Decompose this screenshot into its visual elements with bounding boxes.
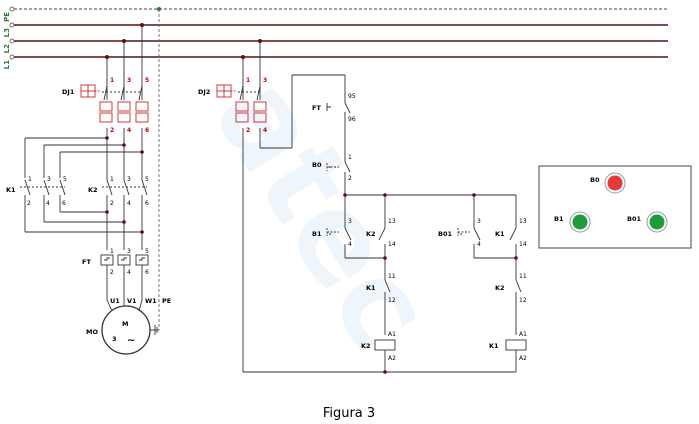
coil-k2-label: K2 xyxy=(361,342,371,350)
dj1-top-3: 3 xyxy=(127,77,131,84)
bus-label-pe: PE xyxy=(3,12,11,22)
k1-bottom-2: 2 xyxy=(27,200,31,207)
k2-bottom-4: 4 xyxy=(127,200,131,207)
motor-phase: 3 xyxy=(112,335,117,343)
coil-k1-a1: A1 xyxy=(519,331,527,338)
ft-top-1: 1 xyxy=(110,248,114,255)
k2-seal-13: 13 xyxy=(388,218,396,225)
b01-start-button[interactable] xyxy=(649,214,665,230)
dj1-top-5: 5 xyxy=(145,77,149,84)
dj1-bottom-2: 2 xyxy=(110,127,114,134)
motor-m: M xyxy=(122,320,128,328)
b0-control-label: B0 xyxy=(312,161,322,169)
dj1-label: DJ1 xyxy=(62,88,75,96)
k2-seal-label: K2 xyxy=(366,230,376,238)
b1-control-label: B1 xyxy=(312,230,322,238)
k2-interlock-label: K2 xyxy=(495,284,505,292)
k1-top-5: 5 xyxy=(63,176,67,183)
k2-top-1: 1 xyxy=(110,176,114,183)
b0-stop-button[interactable] xyxy=(607,175,623,191)
ft-bottom-2: 2 xyxy=(110,269,114,276)
figure-caption: Figura 3 xyxy=(323,406,375,421)
ft-95: 95 xyxy=(348,93,356,100)
control-circuit xyxy=(238,41,527,373)
b0-2: 2 xyxy=(348,175,352,182)
pe-junction xyxy=(157,7,161,11)
motor-label: MO xyxy=(86,328,98,336)
k2-top-3: 3 xyxy=(127,176,131,183)
k1-interlock-label: K1 xyxy=(366,284,376,292)
dj1-bottom-6: 6 xyxy=(145,127,149,134)
ft-bottom-6: 6 xyxy=(145,269,149,276)
k1-top-1: 1 xyxy=(28,176,32,183)
ft-top-3: 3 xyxy=(127,248,131,255)
k2-bottom-6: 6 xyxy=(145,200,149,207)
b1-start-button[interactable] xyxy=(572,214,588,230)
motor-pe: PE xyxy=(162,297,171,305)
ft-top-5: 5 xyxy=(145,248,149,255)
b01-3: 3 xyxy=(477,218,481,225)
k1-seal-label: K1 xyxy=(495,230,505,238)
k1-top-3: 3 xyxy=(47,176,51,183)
motor-v1: V1 xyxy=(127,297,137,305)
dj2-bottom-2: 2 xyxy=(246,127,250,134)
b01-4: 4 xyxy=(477,241,481,248)
k1-interlock-12: 12 xyxy=(388,297,396,304)
power-circuit xyxy=(20,9,160,355)
k1-seal-14: 14 xyxy=(519,241,527,248)
k1-bottom-6: 6 xyxy=(62,200,66,207)
motor-w1: W1 xyxy=(145,297,157,305)
bus-lines xyxy=(9,6,668,60)
k1-interlock-11: 11 xyxy=(388,273,396,280)
junction-dots xyxy=(105,23,518,374)
panel-b0-label: B0 xyxy=(590,176,600,184)
motor-ac-symbol: ~ xyxy=(127,335,135,346)
dj2-bottom-4: 4 xyxy=(263,127,267,134)
panel-b01-label: B01 xyxy=(627,215,641,223)
bus-label-l2: L2 xyxy=(3,44,11,53)
dj2-breaker xyxy=(216,84,267,123)
k2-interlock-11: 11 xyxy=(519,273,527,280)
k1-seal-13: 13 xyxy=(519,218,527,225)
ft-power-label: FT xyxy=(82,258,91,266)
watermark: atec xyxy=(187,54,459,374)
dj1-bottom-4: 4 xyxy=(127,127,131,134)
coil-k1-a2: A2 xyxy=(519,355,527,362)
k2-interlock-12: 12 xyxy=(519,297,527,304)
bus-label-l1: L1 xyxy=(3,60,11,69)
dj2-top-3: 3 xyxy=(263,77,267,84)
b1-3: 3 xyxy=(348,218,352,225)
ft-96: 96 xyxy=(348,116,356,123)
k1-power-label: K1 xyxy=(6,186,16,194)
k2-bottom-2: 2 xyxy=(110,200,114,207)
bus-label-l3: L3 xyxy=(3,28,11,37)
k2-seal-14: 14 xyxy=(388,241,396,248)
k2-power-label: K2 xyxy=(88,186,98,194)
ft-bottom-4: 4 xyxy=(127,269,131,276)
motor-u1: U1 xyxy=(110,297,120,305)
dj2-top-1: 1 xyxy=(246,77,250,84)
k2-top-5: 5 xyxy=(145,176,149,183)
b01-control-label: B01 xyxy=(438,230,452,238)
b1-4: 4 xyxy=(348,241,352,248)
k1-bottom-4: 4 xyxy=(46,200,50,207)
ft-control-label: FT xyxy=(312,104,321,112)
dj2-label: DJ2 xyxy=(198,88,210,96)
dj1-breaker xyxy=(80,84,149,123)
panel-b1-label: B1 xyxy=(554,215,564,223)
coil-k1-label: K1 xyxy=(489,342,499,350)
coil-k2-a2: A2 xyxy=(388,355,396,362)
coil-k2-a1: A1 xyxy=(388,331,396,338)
dj1-top-1: 1 xyxy=(110,77,114,84)
b0-1: 1 xyxy=(348,154,352,161)
